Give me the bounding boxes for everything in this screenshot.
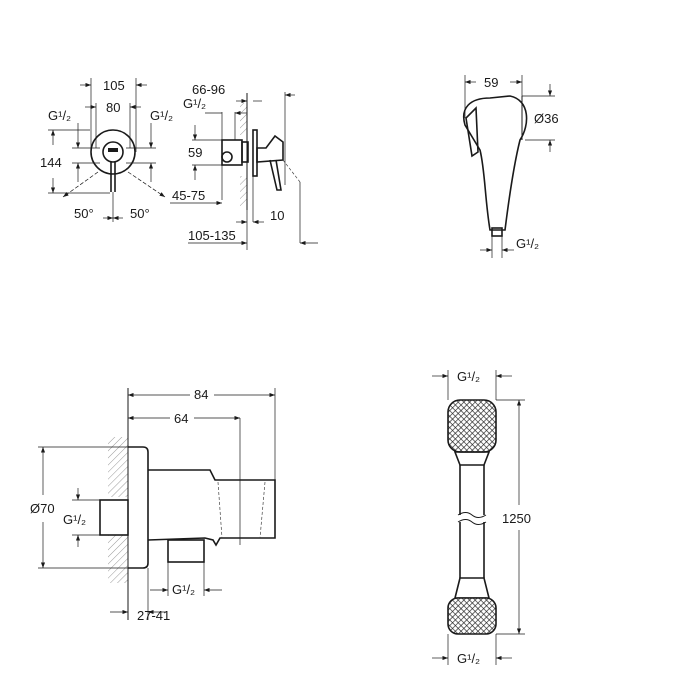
dim-59: 59 (188, 145, 202, 160)
thread-hose-top-label: G¹/₂ (457, 369, 480, 384)
hose-view: G¹/₂ 1250 G¹/₂ (432, 369, 531, 666)
dim-27-41: 27-41 (137, 608, 170, 623)
angle-right: 50° (130, 206, 150, 221)
thread-outlet-label: G¹/₂ (172, 582, 195, 597)
dim-10: 10 (270, 208, 284, 223)
mixer-lever (269, 159, 282, 191)
dim-144: 144 (40, 155, 62, 170)
wall-outlet-body (147, 469, 276, 547)
dim-84: 84 (194, 387, 208, 402)
hose-top-nut (447, 399, 497, 453)
mixer-side-view: 66-96 G¹/₂ 59 45-75 10 105-135 (170, 82, 318, 250)
thread-spray-label: G¹/₂ (516, 236, 539, 251)
thread-right-label: G¹/₂ (150, 108, 173, 123)
dim-105: 105 (103, 78, 125, 93)
wall-outlet-view: 84 64 Ø70 G¹/₂ G¹/₂ 27-41 (30, 387, 276, 623)
thread-side-label: G¹/₂ (183, 96, 206, 111)
dim-spray-diameter: Ø36 (534, 111, 559, 126)
thread-left-label: G¹/₂ (48, 108, 71, 123)
dim-45-75: 45-75 (172, 188, 205, 203)
thread-hose-bottom-label: G¹/₂ (457, 651, 480, 666)
hose-bottom-cone (453, 577, 491, 599)
dim-64: 64 (174, 411, 188, 426)
mixer-cartridge (102, 141, 124, 163)
hand-spray-connector (491, 227, 503, 237)
hand-spray-body (463, 95, 528, 231)
hose-bottom-nut (447, 597, 497, 635)
mixer-front-view: 105 80 G¹/₂ G¹/₂ 144 50° 50° (40, 78, 173, 222)
dim-66-96: 66-96 (192, 82, 225, 97)
wall-outlet-outlet-thread (167, 539, 205, 563)
hand-spray-trigger (465, 106, 479, 158)
dim-105-135: 105-135 (188, 228, 236, 243)
wall-outlet-flange (128, 446, 149, 569)
dim-80: 80 (106, 100, 120, 115)
dim-outlet-diameter: Ø70 (30, 501, 55, 516)
dim-1250: 1250 (502, 511, 531, 526)
dim-spray-59: 59 (484, 75, 498, 90)
thread-inlet-label: G¹/₂ (63, 512, 86, 527)
mixer-lever-head (256, 134, 284, 163)
wall-outlet-inlet-thread (99, 499, 129, 536)
angle-left: 50° (74, 206, 94, 221)
hand-spray-view: 59 Ø36 G¹/₂ (463, 75, 559, 258)
